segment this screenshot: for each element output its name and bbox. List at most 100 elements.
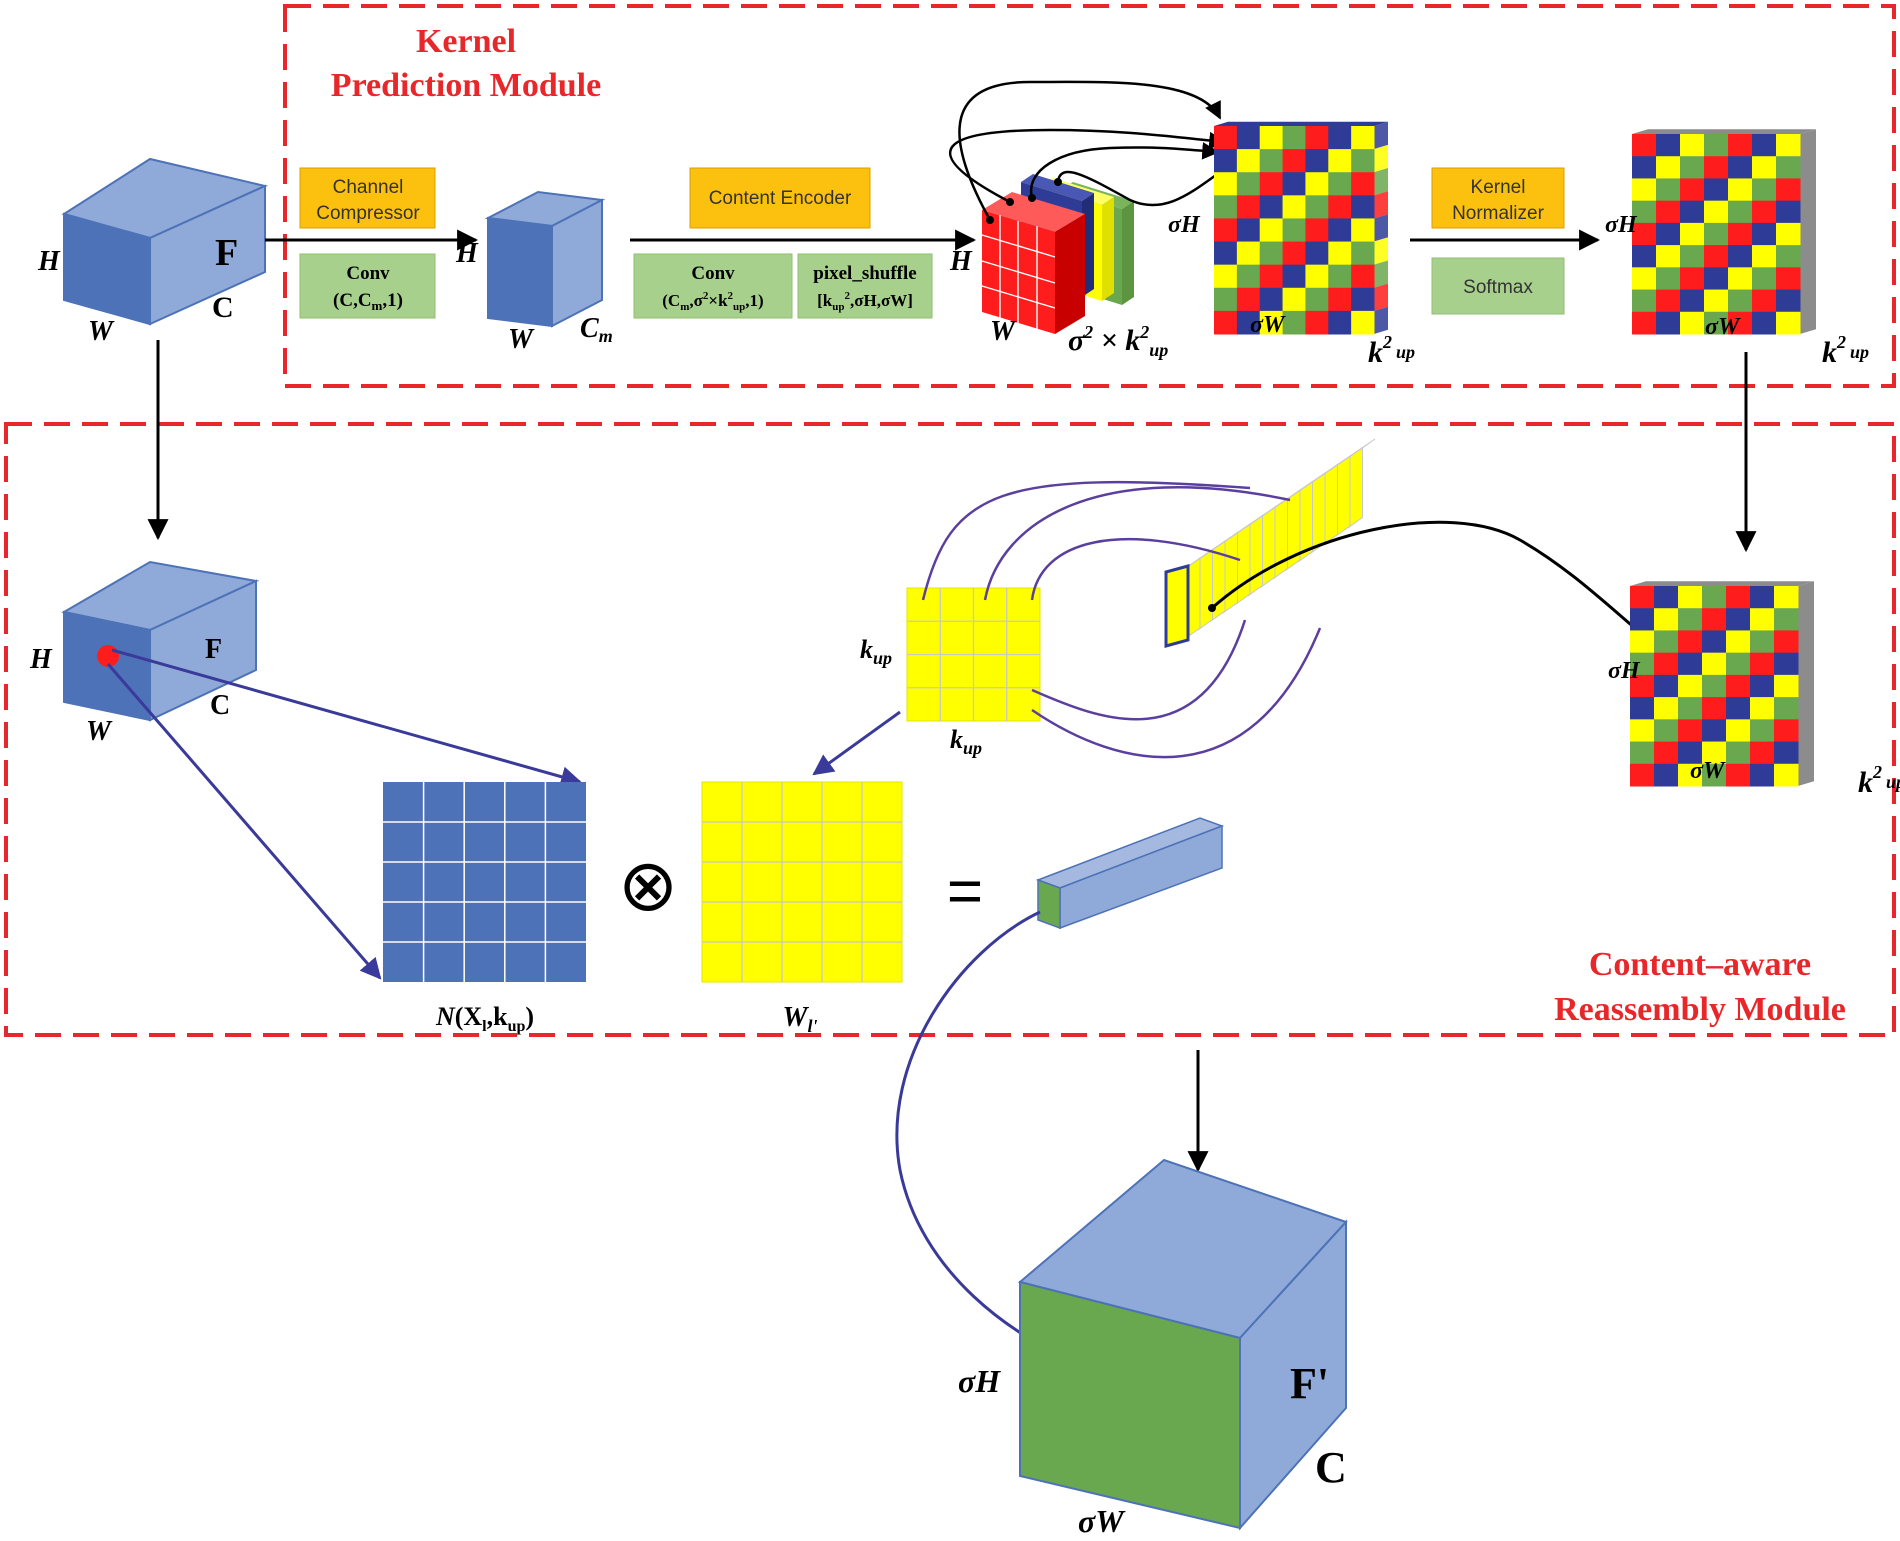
tensor-cell — [1236, 310, 1261, 335]
tensor-cell — [1630, 741, 1655, 765]
tensor-cell — [1630, 674, 1655, 698]
tensor-cell — [1236, 241, 1261, 266]
tensor-cell — [1776, 267, 1801, 291]
arrow-kernel-to-weights — [812, 710, 901, 776]
tensor-cell — [1236, 195, 1261, 219]
kernel-grid-cols-label: kup — [950, 725, 982, 758]
vector-cell — [1248, 514, 1263, 597]
tensor-cell — [1214, 310, 1238, 335]
pixel-shuffle-box — [797, 253, 933, 319]
tensor-cell — [1774, 674, 1799, 698]
encoded-tensor-w-label: W — [990, 316, 1017, 347]
tensor-cell — [1351, 218, 1375, 243]
tensor-top — [1632, 129, 1816, 134]
tensor-cell — [1214, 264, 1238, 289]
tensor-cell — [1214, 287, 1238, 312]
tensor-cell — [1702, 719, 1727, 743]
tensor-cell — [1750, 586, 1775, 609]
tensor-cell — [1728, 134, 1753, 157]
tensor-cell — [1704, 245, 1729, 268]
tensor-cell — [1728, 245, 1753, 268]
normalized-tensor-h-label: σH — [1605, 212, 1638, 238]
tensor-cell — [1704, 311, 1729, 335]
tensor-cell — [1728, 178, 1753, 202]
pixel-shuffle-2: [kup2,σH,σW] — [817, 290, 913, 313]
tensor-cell — [1282, 149, 1306, 173]
tensor-cell — [1328, 149, 1352, 173]
tensor-cell — [1774, 586, 1799, 609]
tensor-cell — [1704, 178, 1729, 202]
tensor-cell — [1726, 586, 1751, 609]
tensor-cell — [1752, 134, 1777, 157]
tensor-cell — [1351, 241, 1375, 266]
channel-compressor-conv-2: (C,Cm,1) — [333, 290, 403, 313]
channel-compressor-label-2: Compressor — [316, 203, 420, 224]
tensor-cell — [1774, 697, 1799, 720]
tensor-cell — [1632, 178, 1657, 202]
tensor-cell — [1236, 218, 1261, 243]
tensor-cell — [1236, 264, 1261, 289]
tensor-cell — [1728, 156, 1753, 179]
tensor-cell — [1728, 289, 1753, 313]
tensor-cell — [1328, 172, 1352, 196]
kernel-prediction-module-border — [283, 4, 1896, 388]
tensor-cell — [1282, 241, 1306, 266]
kernel-prediction-title-2: Prediction Module — [331, 67, 601, 104]
tensor-cell — [1259, 241, 1284, 266]
equals-operator: = — [947, 857, 983, 926]
tensor-cell — [1328, 195, 1352, 219]
tensor-cell — [1654, 608, 1679, 631]
tensor-cell — [1752, 222, 1777, 246]
tensor-cell — [1656, 134, 1681, 157]
encoded-tensor-h-label: H — [949, 246, 973, 277]
tensor-cell — [1702, 652, 1727, 676]
tensor-cell — [1680, 245, 1705, 268]
compressed-cube — [484, 190, 606, 328]
tensor-cell — [1680, 134, 1705, 157]
tensor-cell — [1656, 245, 1681, 268]
tensor-cell — [1702, 697, 1727, 720]
tensor-cell — [1752, 200, 1777, 224]
encoded-slab-red — [981, 192, 1085, 334]
tensor-cell — [1752, 289, 1777, 313]
content-encoder-label: Content Encoder — [709, 188, 852, 209]
tensor-cell — [1702, 763, 1727, 787]
tensor-side-cell — [1374, 121, 1388, 150]
tensor-cell — [1678, 697, 1703, 720]
tensor-cell — [1351, 264, 1375, 289]
tensor-cell — [1328, 218, 1352, 243]
kernel-vector — [1164, 438, 1376, 648]
tensor-cell — [1282, 172, 1306, 196]
tensor-cell — [1656, 289, 1681, 313]
content-encoder-conv-box — [633, 253, 793, 319]
reassembly-tensor-h-label: σH — [1608, 658, 1641, 684]
tensor-cell — [1726, 741, 1751, 765]
tensor-cell — [1728, 200, 1753, 224]
tensor-cell — [1259, 264, 1284, 289]
tensor-cell — [1776, 200, 1801, 224]
tensor-cell — [1704, 134, 1729, 157]
tensor-cell — [1259, 218, 1284, 243]
kernel-normalizer-box — [1431, 167, 1565, 229]
tensor-cell — [1656, 178, 1681, 202]
tensor-cell — [1282, 310, 1306, 335]
reassembly-cube-f-label: F — [205, 634, 222, 665]
tensor-cell — [1259, 195, 1284, 219]
normalized-tensor — [1632, 129, 1816, 335]
tensor-cell — [1776, 289, 1801, 313]
tensor-cell — [1704, 200, 1729, 224]
tensor-cell — [1305, 218, 1329, 243]
tensor-cell — [1678, 741, 1703, 765]
tensor-cell — [1702, 608, 1727, 631]
shuffled-tensor-h-label: σH — [1168, 212, 1201, 238]
vector-cell — [1223, 531, 1238, 614]
arrow-vector-to-output-cube — [895, 910, 1102, 1376]
kernel-grid-small — [906, 587, 1041, 722]
kernel-normalizer-label-1: Kernel — [1471, 177, 1526, 198]
shuffle-connection-arrows — [948, 80, 1237, 221]
input-cube-f-label: F — [215, 232, 238, 274]
reassembly-tensor-w-label: σW — [1690, 758, 1726, 784]
tensor-cell — [1702, 630, 1727, 654]
tensor-cell — [1680, 200, 1705, 224]
output-cube-w-label: σW — [1078, 1503, 1126, 1539]
